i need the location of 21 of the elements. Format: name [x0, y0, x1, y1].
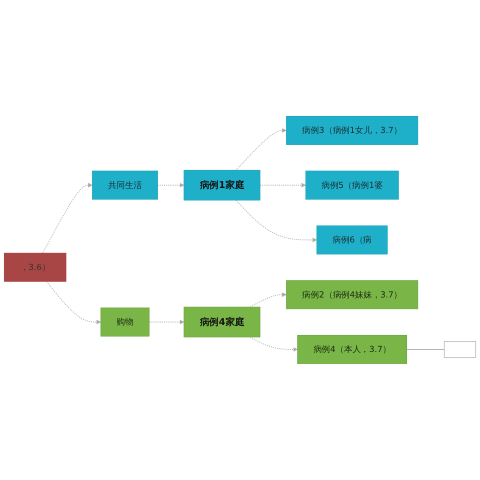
arrow	[250, 336, 298, 352]
arrow	[236, 128, 287, 171]
node-box: 病例2（病例4妹妹，3.7）	[286, 280, 418, 310]
node-box: 病例3（病例1女儿，3.7）	[286, 116, 418, 145]
node-box: 病例5（病例1婆	[305, 170, 399, 200]
arrow	[148, 320, 184, 324]
connector	[406, 349, 445, 350]
arrow	[250, 292, 287, 308]
arrow	[260, 182, 306, 188]
arrow	[157, 182, 184, 188]
node-box: 病例6（病	[316, 226, 388, 254]
node-box: 购物	[100, 308, 150, 337]
node-box	[444, 341, 476, 358]
arrow	[42, 182, 93, 254]
node-box: 病例1家庭	[184, 170, 260, 201]
node-box: 共同生活	[92, 170, 158, 200]
arrow	[46, 281, 101, 324]
node-box: ，3.6）	[4, 252, 66, 282]
node-box: 病例4（本人，3.7）	[297, 335, 408, 364]
arrow	[236, 200, 318, 242]
node-box: 病例4家庭	[184, 306, 260, 338]
